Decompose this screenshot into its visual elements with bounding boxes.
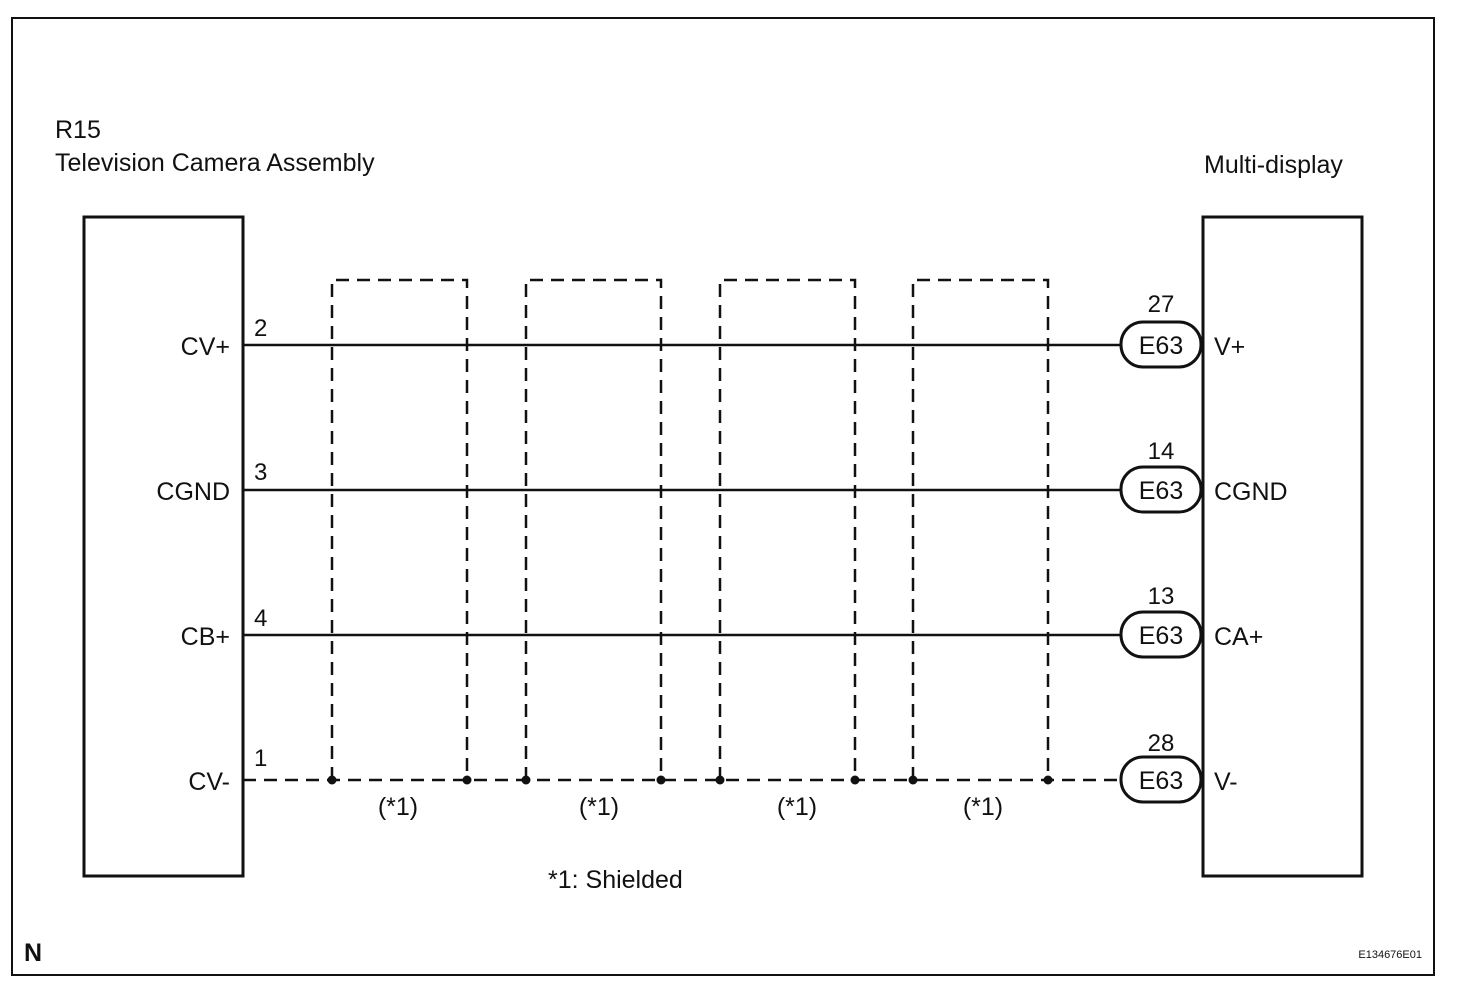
left-terminal-label: CV+ — [181, 333, 230, 361]
right-terminal-label: CA+ — [1214, 623, 1263, 651]
left-pin-number: 4 — [254, 605, 267, 632]
shield-label: (*1) — [963, 793, 1003, 821]
corner-mark: N — [24, 939, 42, 967]
left-pin-number: 1 — [254, 745, 267, 772]
shield-box-3 — [718, 278, 857, 780]
shield-label: (*1) — [579, 793, 619, 821]
connector-code: E63 — [1139, 477, 1183, 505]
junction-dot — [327, 775, 337, 785]
junction-dot — [850, 775, 860, 785]
left-component-code: R15 — [55, 116, 101, 144]
left-terminal-label: CGND — [156, 478, 230, 506]
right-pin-number: 27 — [1148, 291, 1175, 318]
right-pin-number: 13 — [1148, 583, 1175, 610]
junction-dot — [1043, 775, 1053, 785]
right-pin-number: 28 — [1148, 730, 1175, 757]
diagram-frame — [11, 17, 1435, 976]
right-terminal-label: CGND — [1214, 478, 1288, 506]
left-terminal-label: CB+ — [181, 623, 230, 651]
connector-code: E63 — [1139, 767, 1183, 795]
junction-dot — [462, 775, 472, 785]
connector-oval — [1119, 320, 1203, 369]
shield-box-1 — [330, 278, 469, 780]
right-terminal-label: V- — [1214, 768, 1238, 796]
right-pin-number: 14 — [1148, 438, 1175, 465]
connector-oval — [1119, 755, 1203, 804]
shield-label: (*1) — [378, 793, 418, 821]
junction-dot — [715, 775, 725, 785]
connector-code: E63 — [1139, 622, 1183, 650]
junction-dot — [656, 775, 666, 785]
junction-dot — [908, 775, 918, 785]
shield-box-2 — [524, 278, 663, 780]
left-pin-number: 3 — [254, 459, 267, 486]
figure-id: E134676E01 — [1358, 949, 1422, 961]
left-pin-number: 2 — [254, 315, 267, 342]
junction-dot — [521, 775, 531, 785]
right-component-name: Multi-display — [1204, 151, 1343, 179]
shield-junctions — [327, 775, 1053, 785]
left-terminal-label: CV- — [188, 768, 230, 796]
connector-code: E63 — [1139, 332, 1183, 360]
shield-note: *1: Shielded — [548, 866, 683, 894]
multi-display-box — [1201, 215, 1364, 878]
left-component-name: Television Camera Assembly — [55, 149, 375, 177]
shield-box-4 — [911, 278, 1050, 780]
right-terminal-label: V+ — [1214, 333, 1245, 361]
shield-label: (*1) — [777, 793, 817, 821]
shield-boxes — [330, 278, 1050, 780]
camera-assembly-box — [82, 215, 245, 878]
connector-oval — [1119, 610, 1203, 659]
connector-oval — [1119, 465, 1203, 514]
